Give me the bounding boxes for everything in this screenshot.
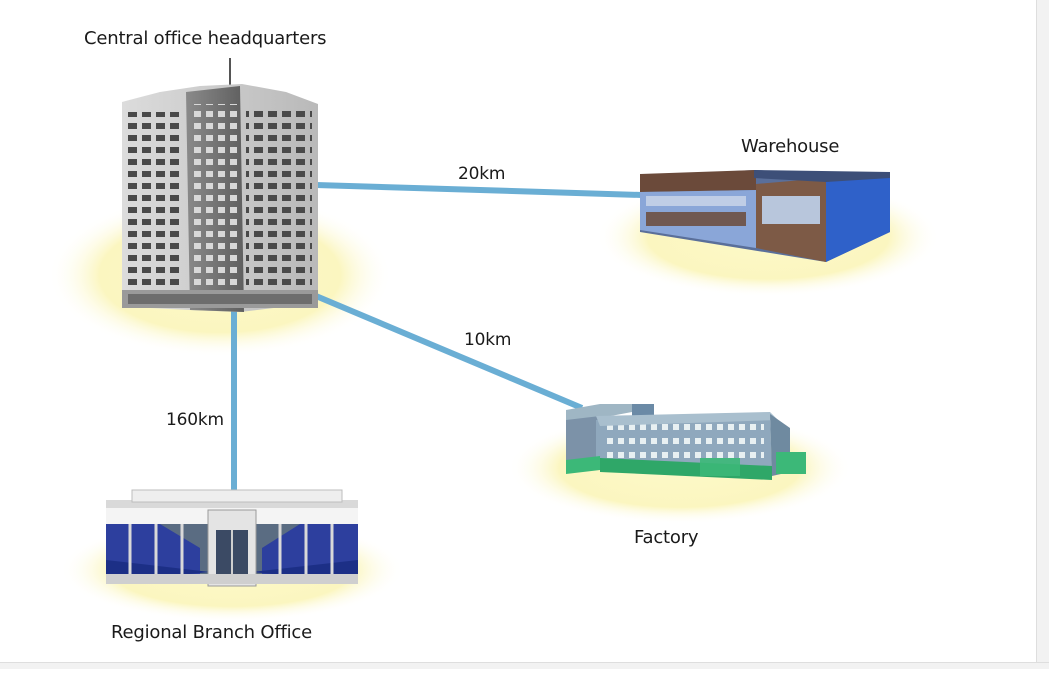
- branch-building-icon: [106, 489, 358, 587]
- warehouse-distance-label: 20km: [458, 164, 506, 184]
- link-line-warehouse: [315, 182, 643, 198]
- factory-distance-label: 10km: [464, 330, 512, 350]
- factory-label: Factory: [634, 527, 699, 548]
- link-line-factory: [314, 293, 584, 411]
- branch-distance-label: 160km: [166, 410, 224, 430]
- headquarters-label: Central office headquarters: [84, 28, 327, 49]
- bottom-edge-bar: [0, 662, 1049, 669]
- warehouse-label: Warehouse: [741, 136, 840, 157]
- warehouse-building-icon: [640, 170, 890, 262]
- headquarters-building-icon: [122, 58, 318, 312]
- branch-label: Regional Branch Office: [111, 622, 313, 643]
- factory-building-icon: [566, 404, 806, 480]
- right-edge-bar: [1036, 0, 1049, 668]
